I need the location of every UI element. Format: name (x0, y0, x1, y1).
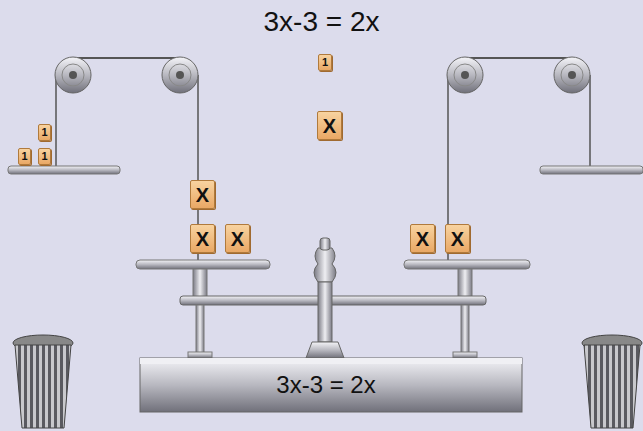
weight-block: X (410, 224, 435, 253)
equation-title: 3x-3 = 2x (0, 6, 643, 38)
weight-label: 1 (21, 151, 27, 162)
weight-label: X (323, 116, 336, 136)
weight-block: X (190, 224, 215, 253)
weight-block: X (445, 224, 470, 253)
equation-plate: 3x-3 = 2x (236, 366, 416, 404)
weight-label: X (196, 229, 209, 249)
weight-label: X (416, 229, 429, 249)
weight-label: 1 (41, 151, 47, 162)
weight-block: 1 (38, 124, 51, 141)
weight-label: X (451, 229, 464, 249)
weight-block: 1 (18, 148, 31, 165)
weight-label: 1 (322, 57, 328, 68)
weight-label: 1 (41, 127, 47, 138)
weight-block: 1 (318, 54, 332, 71)
weight-block: 1 (38, 148, 51, 165)
weight-label: X (231, 229, 244, 249)
weight-label: X (196, 185, 209, 205)
weight-block: X (190, 180, 215, 209)
equation-text: 3x-3 = 2x (276, 371, 375, 399)
weight-block: X (225, 224, 250, 253)
weight-block: X (317, 111, 342, 140)
